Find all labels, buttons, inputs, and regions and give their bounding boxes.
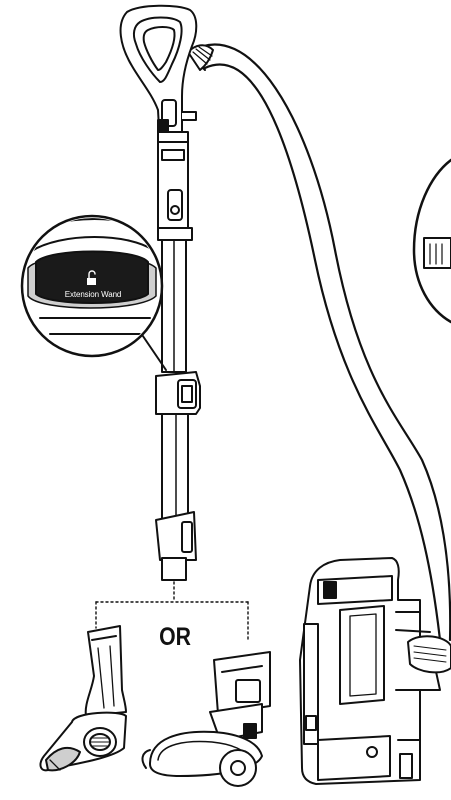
wand-handle bbox=[119, 4, 198, 147]
upper-wand-tube bbox=[157, 131, 193, 373]
unlock-icon bbox=[87, 270, 96, 285]
lower-extension-wand bbox=[155, 413, 197, 581]
extension-wand-callout bbox=[20, 214, 167, 371]
canister-base-unit bbox=[299, 557, 451, 785]
extension-wand-label: Extension Wand bbox=[64, 290, 122, 299]
flexible-hose bbox=[187, 43, 451, 642]
partial-detail-callout bbox=[412, 158, 451, 324]
upholstery-tool-attachment bbox=[141, 651, 271, 787]
or-label: OR bbox=[159, 623, 191, 651]
wand-release-clamp bbox=[155, 371, 201, 415]
crevice-tool-attachment bbox=[39, 625, 127, 772]
choice-connector bbox=[95, 581, 249, 641]
